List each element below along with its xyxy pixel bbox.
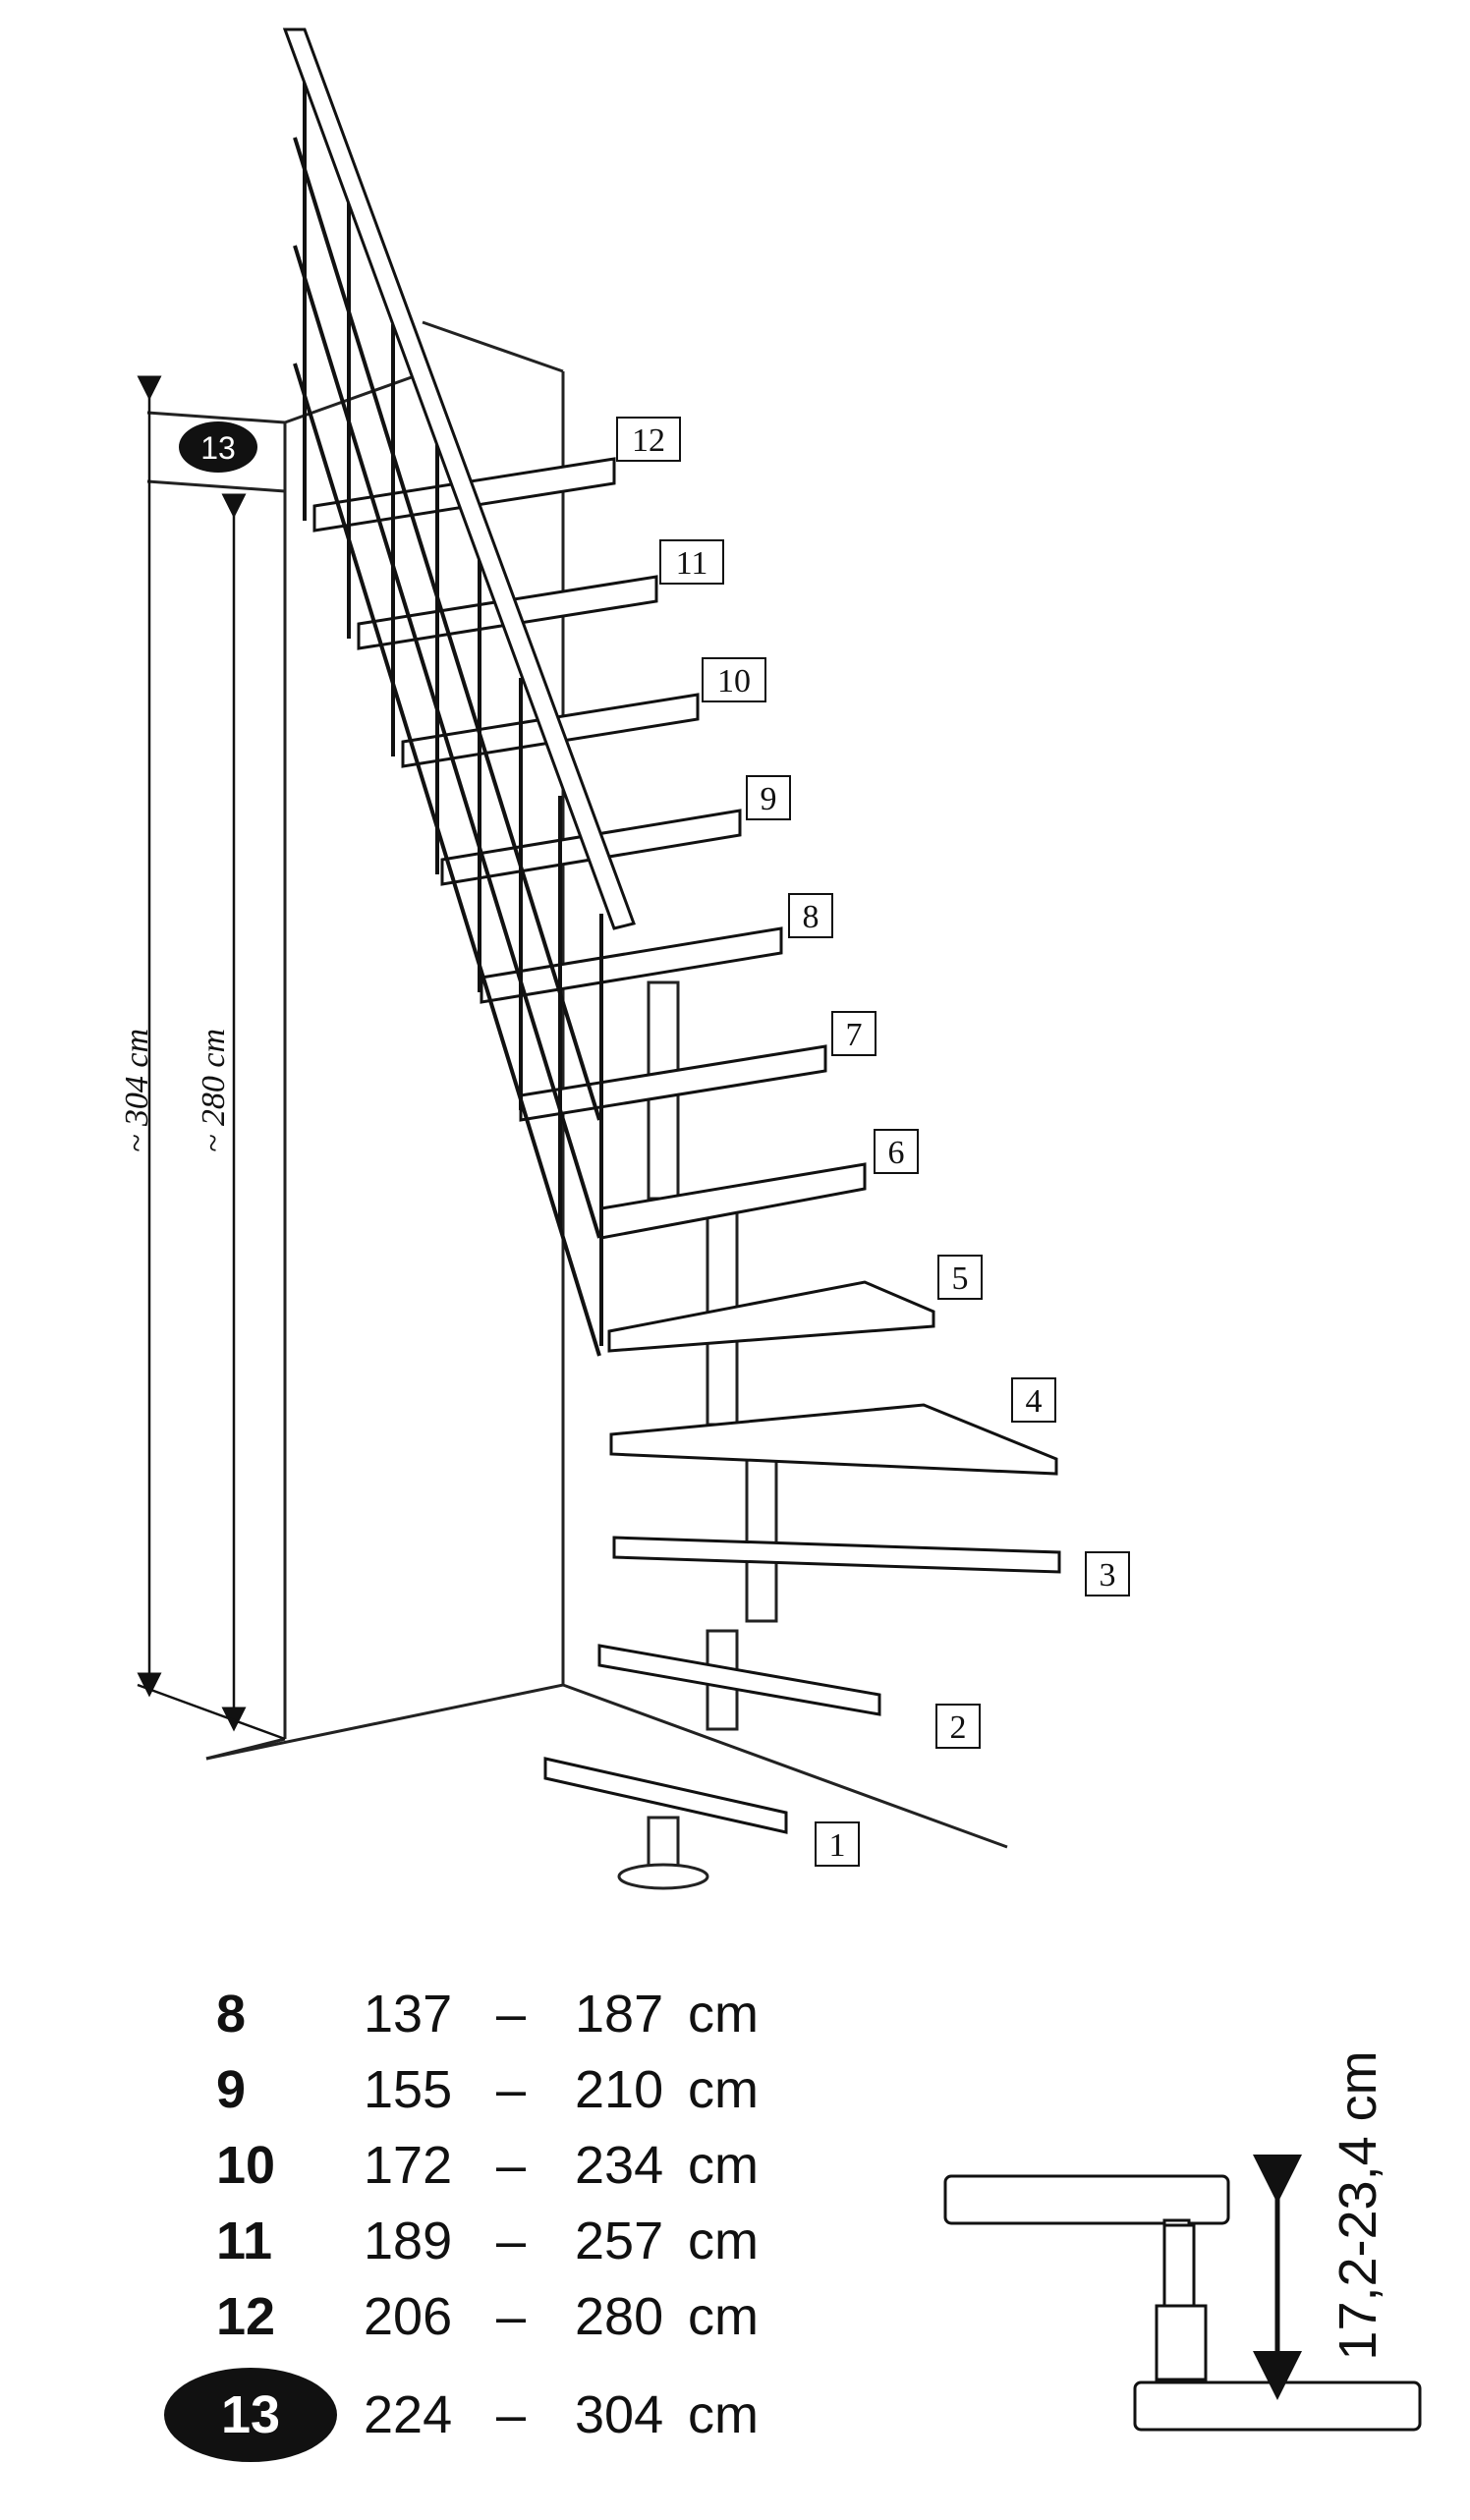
row-unit: cm [688,2385,759,2444]
row-steps: 12 [216,2287,275,2346]
row-dash: – [496,1985,526,2044]
row-max: 304 [575,2385,663,2444]
rise-label: 17,2-23,4 cm [1329,2050,1387,2360]
row-dash: – [496,2136,526,2195]
step-label-6: 6 [888,1135,905,1171]
step-labels [616,417,1130,1867]
step-label-3: 3 [1100,1557,1116,1594]
step-label-texts: 1 2 3 4 5 6 7 8 9 10 11 12 [632,422,1116,1864]
row-min: 206 [364,2287,452,2346]
row-dash: – [496,2060,526,2119]
table-row: 12 206 – 280 cm [216,2287,759,2346]
height-table: 8 137 – 187 cm 9 155 – 210 cm 10 172 – 2… [164,1985,759,2462]
row-steps: 10 [216,2136,275,2195]
row-max: 257 [575,2212,663,2270]
row-unit: cm [688,2136,759,2195]
row-steps: 11 [216,2212,272,2270]
step-label-12: 12 [632,422,665,459]
row-max: 210 [575,2060,663,2119]
row-unit: cm [688,2212,759,2270]
table-row: 9 155 – 210 cm [216,2060,759,2119]
step-label-10: 10 [717,663,751,700]
row-max: 234 [575,2136,663,2195]
dimension-label-outer: ~ 304 cm [119,1029,155,1152]
handrail [282,28,636,930]
row-min: 172 [364,2136,452,2195]
row-dash: – [496,2385,526,2444]
row-max: 187 [575,1985,663,2044]
row-min: 137 [364,1985,452,2044]
table-row: 11 189 – 257 cm [216,2212,759,2270]
step-label-2: 2 [950,1709,967,1746]
wall-and-floor [146,320,1008,1849]
step-label-9: 9 [761,781,777,817]
row-steps: 8 [216,1985,246,2044]
railing-rods [293,137,601,1357]
row-min: 189 [364,2212,452,2270]
top-step-marker-label: 13 [200,430,236,466]
highlight-badge [164,2368,337,2462]
step-label-7: 7 [846,1017,863,1053]
table-row: 8 137 – 187 cm [216,1985,759,2044]
top-step-marker: 13 [179,421,257,473]
rise-detail [943,2155,1422,2432]
height-dimension-lines [137,375,286,1741]
row-min: 155 [364,2060,452,2119]
step-label-11: 11 [676,545,708,582]
table-row-highlighted: 13 224 – 304 cm [164,2368,759,2462]
row-steps: 9 [216,2060,246,2119]
row-min: 224 [364,2385,452,2444]
treads [312,457,1061,1834]
row-dash: – [496,2212,526,2270]
row-steps: 13 [221,2385,280,2444]
row-dash: – [496,2287,526,2346]
row-unit: cm [688,2287,759,2346]
row-unit: cm [688,1985,759,2044]
step-label-5: 5 [952,1260,969,1297]
row-max: 280 [575,2287,663,2346]
step-label-8: 8 [803,899,820,935]
step-label-1: 1 [829,1827,846,1864]
step-label-4: 4 [1026,1383,1043,1420]
dimension-label-inner: ~ 280 cm [196,1029,232,1152]
table-row: 10 172 – 234 cm [216,2136,759,2195]
row-unit: cm [688,2060,759,2119]
